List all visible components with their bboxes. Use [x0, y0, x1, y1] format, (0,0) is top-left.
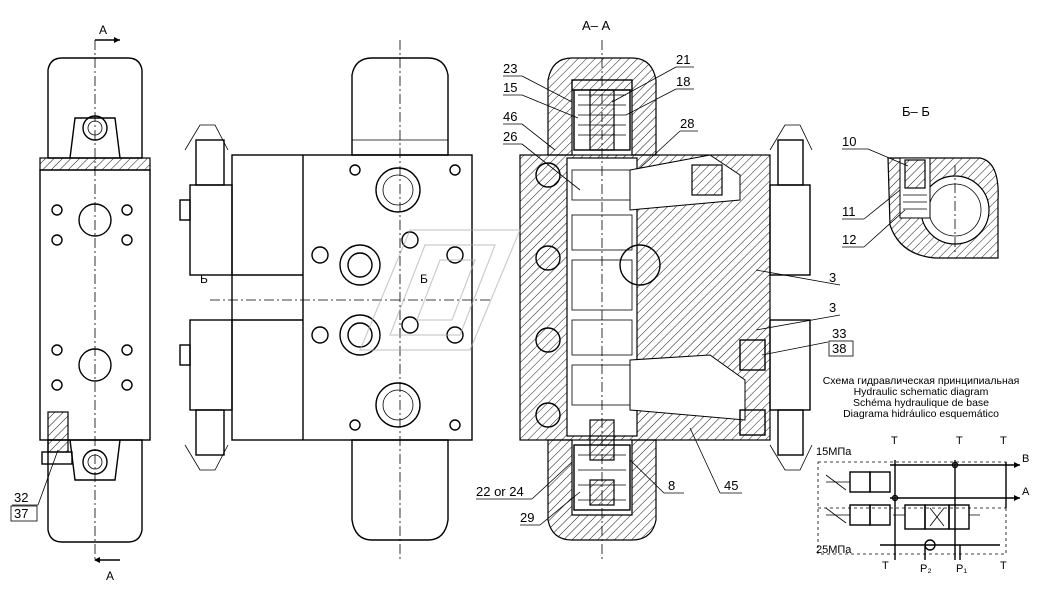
cut-label-b-right: Б: [420, 272, 428, 286]
callout-8: 8: [668, 478, 675, 493]
callout-22: 22 or 24: [476, 484, 524, 499]
callout-32-37: 32 37: [10, 449, 59, 522]
watermark-logo: [359, 229, 521, 351]
callout-3a: 3: [829, 270, 836, 285]
port-t1: T: [891, 435, 898, 447]
port-t5: T: [1000, 560, 1007, 572]
pressure-15-label: 15МПа: [816, 446, 852, 458]
cut-label-a-top: А: [99, 23, 107, 37]
callout-10: 10: [842, 134, 856, 149]
callout-15: 15: [503, 80, 517, 95]
port-t4: T: [882, 560, 889, 572]
callout-28: 28: [680, 116, 694, 131]
callout-46: 46: [503, 109, 517, 124]
callout-29: 29: [520, 510, 534, 525]
callout-33: 33: [832, 326, 846, 341]
callout-21: 21: [676, 52, 690, 67]
callout-23: 23: [503, 61, 517, 76]
callout-32: 32: [14, 490, 28, 505]
callout-3b: 3: [829, 300, 836, 315]
hydraulic-schematic: 15МПа 25МПа T T T B A T P₂ P₁ T: [816, 435, 1030, 575]
section-aa-title: А– А: [582, 18, 611, 33]
schematic-title-en: Hydraulic schematic diagram: [854, 386, 989, 398]
schematic-title-ru: Схема гидравлическая принципиальная: [823, 375, 1020, 387]
front-view: Б Б: [179, 40, 490, 560]
callout-26: 26: [503, 129, 517, 144]
section-bb-title: Б– Б: [902, 104, 930, 119]
cut-label-b-left: Б: [200, 272, 208, 286]
port-p2: P₂: [920, 563, 932, 575]
side-view: А А: [39, 23, 151, 583]
section-a-a-callouts: 23 15 46 26 21 18 28 22 or 24 29 8 45 3 …: [476, 52, 854, 526]
callout-11: 11: [842, 204, 856, 219]
schematic-title-fr: Schéma hydraulique de base: [853, 397, 989, 409]
callout-37: 37: [14, 506, 28, 521]
section-b-b: Б– Б 10 11 12: [842, 104, 999, 259]
port-p1: P₁: [956, 563, 967, 575]
cut-label-a-bottom: А: [106, 569, 114, 583]
pressure-25-label: 25МПа: [816, 544, 852, 556]
port-t2: T: [956, 435, 963, 447]
callout-12: 12: [842, 232, 856, 247]
callout-18: 18: [676, 74, 690, 89]
callout-45: 45: [724, 478, 738, 493]
callout-38: 38: [832, 341, 846, 356]
port-t3: T: [1000, 435, 1007, 447]
port-b: B: [1022, 453, 1029, 465]
schematic-title-es: Diagrama hidráulico esquemático: [843, 408, 999, 420]
section-a-a: А– А: [519, 18, 813, 560]
port-a: A: [1022, 486, 1030, 498]
schematic-titles: Схема гидравлическая принципиальная Hydr…: [823, 375, 1020, 420]
